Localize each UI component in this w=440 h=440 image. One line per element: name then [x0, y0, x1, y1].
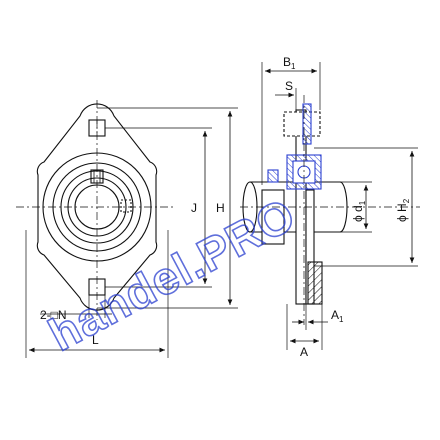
label-H2: ϕ H2	[395, 198, 411, 222]
label-L: L	[92, 333, 99, 347]
watermark-text: handel.PRO	[40, 188, 303, 361]
label-A1: A1	[331, 308, 344, 324]
label-d1: ϕ d1	[351, 200, 367, 222]
label-H: H	[216, 201, 225, 215]
label-A: A	[300, 345, 308, 359]
label-J: J	[191, 201, 197, 215]
base-section-hatched	[307, 261, 323, 305]
bearing-section	[267, 154, 322, 190]
label-B1: B1	[283, 55, 296, 71]
flange-outline	[36, 103, 158, 311]
bolt-top	[283, 111, 321, 137]
front-view	[16, 100, 238, 358]
side-view	[240, 62, 420, 350]
grease-nipple-hidden	[120, 199, 132, 213]
front-centerlines	[16, 100, 176, 320]
side-centerlines	[240, 95, 420, 325]
label-S: S	[285, 79, 293, 93]
locking-collar	[261, 189, 285, 245]
label-mount-holes: 2-□N	[40, 308, 67, 322]
